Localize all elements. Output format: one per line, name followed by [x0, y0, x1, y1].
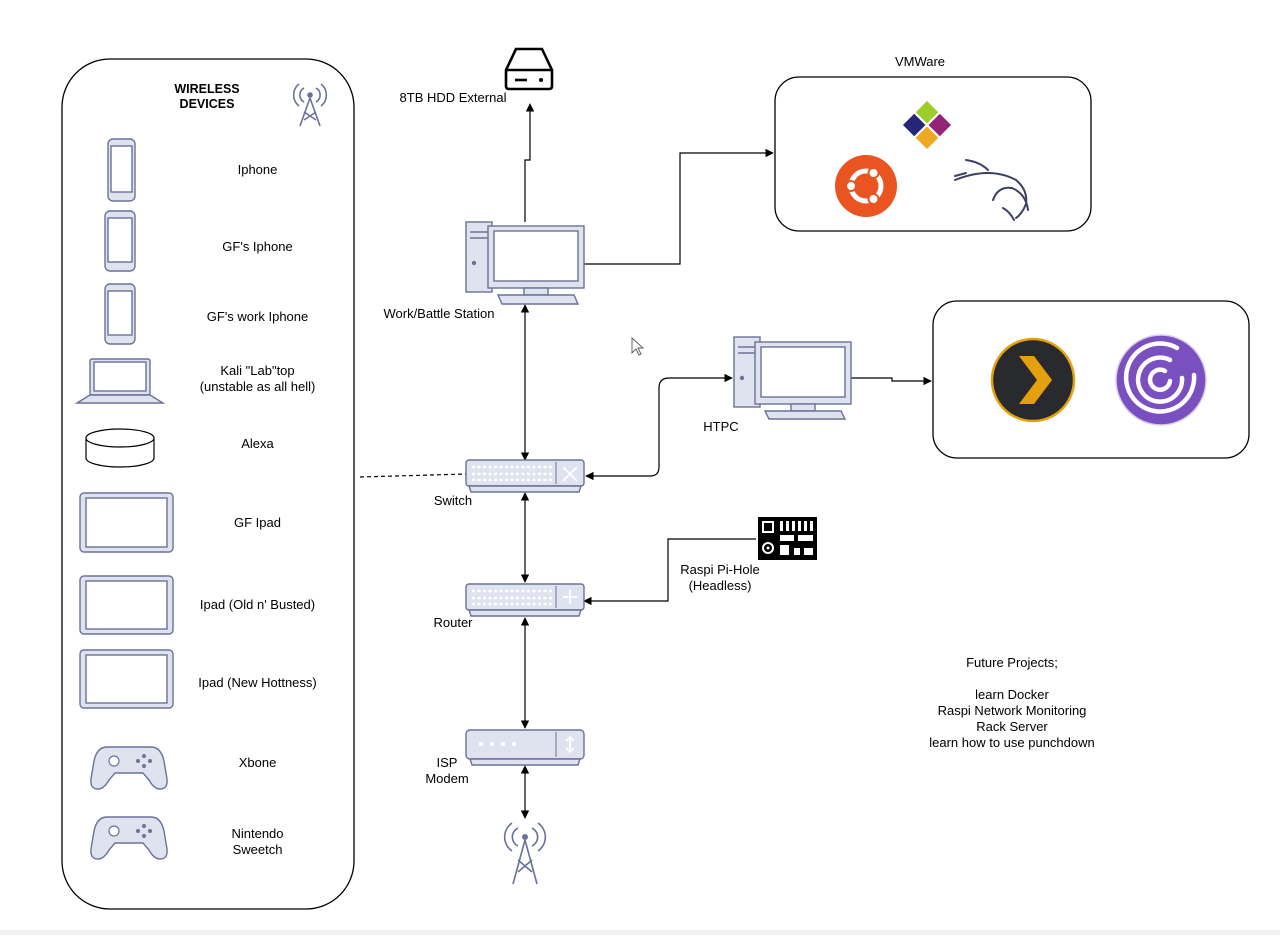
device-label: GF Ipad [185, 515, 330, 531]
tablet-icon [79, 492, 174, 553]
gamepad-icon [90, 746, 168, 790]
device-label: Ipad (Old n' Busted) [185, 597, 330, 613]
switch-icon [465, 459, 585, 493]
vmware-panel [774, 76, 1092, 232]
smart-speaker-icon [85, 428, 155, 468]
laptop-icon [74, 358, 166, 404]
switch-label: Switch [433, 493, 473, 508]
raspi-label: Raspi Pi-Hole (Headless) [660, 562, 780, 594]
device-label: Alexa [185, 436, 330, 452]
wireless-panel-title: WIRELESS DEVICES [150, 82, 264, 112]
device-label: Iphone [185, 162, 330, 178]
bittorrent-icon [1115, 334, 1207, 426]
device-label: Xbone [185, 755, 330, 771]
mouse-cursor-icon [631, 336, 645, 356]
htpc-icon [733, 336, 852, 420]
device-label-line: Alexa [241, 436, 274, 451]
bottom-band [0, 930, 1280, 935]
device-label-line: Xbone [238, 755, 277, 770]
device-label-line: Ipad (New Hottness) [198, 675, 317, 690]
device-label: GF's Iphone [185, 239, 330, 255]
device-label-line: Kali "Lab"top [220, 363, 295, 378]
link-raspi-router [583, 538, 756, 606]
link-switch-htpc [585, 373, 733, 481]
wireless-title-line1: WIRELESS [174, 82, 240, 96]
link-workstation-vmware [584, 148, 774, 265]
raspi-board-icon [758, 517, 817, 560]
link-htpc-media [851, 376, 932, 386]
future-projects-note: Future Projects; learn Docker Raspi Netw… [912, 655, 1112, 751]
vmware-title: VMWare [894, 54, 946, 69]
workstation-label: Work/Battle Station [383, 306, 495, 321]
modem-label-line2: Modem [425, 771, 469, 786]
workstation-icon [465, 221, 585, 305]
connectors [359, 103, 932, 819]
device-label-line: Sweetch [232, 842, 283, 857]
gamepad-icon [90, 816, 168, 860]
device-label-line: GF Ipad [234, 515, 281, 530]
hdd-label: 8TB HDD External [399, 90, 507, 105]
plex-icon [990, 337, 1076, 423]
hdd-icon [504, 47, 554, 91]
device-label: GF's work Iphone [185, 309, 330, 325]
tablet-icon [79, 575, 174, 635]
raspi-label-line2: (Headless) [688, 578, 752, 593]
phone-icon [104, 210, 136, 272]
device-label-line: GF's work Iphone [206, 309, 309, 324]
device-label-line: Ipad (Old n' Busted) [199, 597, 316, 612]
link-wireless-switch [359, 473, 467, 478]
ubuntu-icon [835, 155, 897, 217]
device-label-line: (unstable as all hell) [199, 379, 316, 394]
device-label-line: Nintendo [231, 826, 284, 841]
router-icon [465, 583, 585, 617]
wireless-title-line2: DEVICES [179, 97, 235, 111]
device-label-line: GF's Iphone [222, 239, 293, 254]
future-projects-line: learn how to use punchdown [929, 735, 1095, 750]
htpc-label: HTPC [703, 419, 739, 434]
tablet-icon [79, 649, 174, 709]
phone-icon [107, 138, 136, 202]
future-projects-line: Raspi Network Monitoring [937, 703, 1087, 718]
phone-icon [104, 283, 136, 345]
kali-dragon-icon [954, 159, 1029, 221]
future-projects-line: Rack Server [976, 719, 1048, 734]
raspi-label-line1: Raspi Pi-Hole [680, 562, 760, 577]
centos-icon [900, 98, 954, 152]
modem-label-line1: ISP [436, 755, 458, 770]
future-projects-line [912, 671, 1112, 687]
future-projects-line: learn Docker [975, 687, 1049, 702]
router-label: Router [433, 615, 473, 630]
modem-label: ISP Modem [412, 755, 482, 787]
future-projects-line: Future Projects; [966, 655, 1058, 670]
link-workstation-hdd [524, 103, 535, 222]
device-label-line: Iphone [237, 162, 278, 177]
isp-tower-icon [503, 822, 547, 885]
modem-icon [465, 729, 585, 766]
device-label: Ipad (New Hottness) [185, 675, 330, 691]
device-label: Kali "Lab"top(unstable as all hell) [185, 363, 330, 395]
